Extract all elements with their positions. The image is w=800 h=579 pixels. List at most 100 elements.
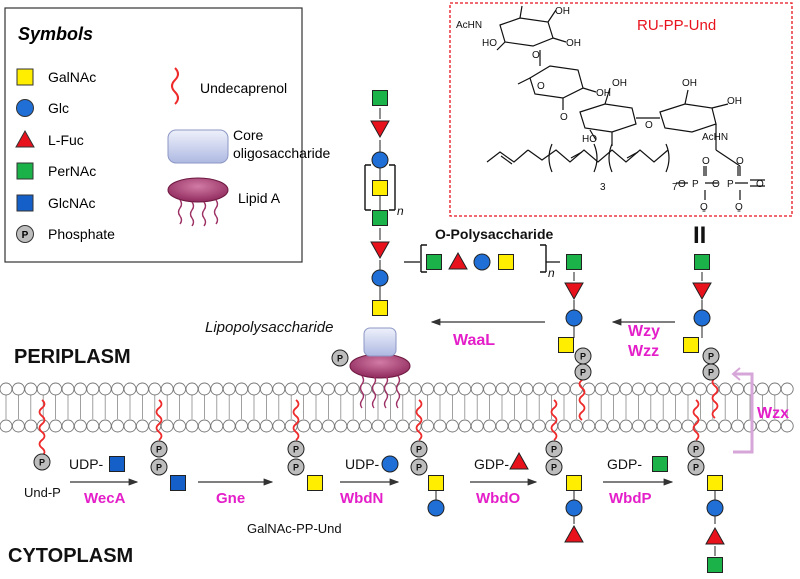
undecaprenol-icon (415, 399, 423, 441)
glc-icon (371, 151, 389, 169)
membrane-bead (297, 419, 311, 433)
legend-phosphate-label: Phosphate (48, 226, 115, 242)
membrane-bead (458, 382, 472, 396)
inset-sub7-label: 7 (672, 182, 678, 193)
fuc-icon (448, 251, 468, 270)
membrane-bead (309, 419, 323, 433)
membrane-bead (644, 419, 658, 433)
membrane-bead (681, 382, 695, 396)
membrane-bead (656, 419, 670, 433)
undecaprenol-icon (692, 399, 700, 441)
phosphate-icon (150, 458, 168, 476)
inset-ho-label: HO (482, 38, 497, 49)
membrane-bead (334, 419, 348, 433)
o-poly-repeat-bracket (420, 244, 547, 273)
membrane-bead (334, 382, 348, 396)
phosphate-icon (16, 225, 34, 243)
membrane-bead (61, 382, 75, 396)
phosphate-icon-glyph: P (22, 230, 29, 241)
wzx-flippase-bracket (733, 372, 754, 454)
phosphate-icon (410, 440, 428, 458)
inset-minus-1: - (702, 203, 706, 217)
membrane-bead (160, 382, 174, 396)
fuc-icon (15, 129, 35, 148)
membrane-bead (532, 419, 546, 433)
membrane-bead (408, 382, 422, 396)
membrane-bead (383, 419, 397, 433)
membrane-bead (408, 419, 422, 433)
pernac-icon (707, 557, 723, 573)
membrane-bead (780, 382, 794, 396)
inset-o-label-8: O (702, 156, 710, 167)
phosphate-glyph: P (708, 352, 714, 362)
inset-oh-label-6: OH (727, 96, 742, 107)
membrane-bead (210, 419, 224, 433)
membrane-bead (607, 382, 621, 396)
membrane-bead (24, 419, 38, 433)
membrane-bead (247, 382, 261, 396)
inset-p-label-1: P (692, 179, 699, 190)
inset-oh-label-3: OH (596, 88, 611, 99)
glc-icon (16, 99, 34, 117)
phosphate-icon (687, 440, 705, 458)
inset-oh-label-1: OH (555, 6, 570, 17)
glc-icon (565, 499, 583, 517)
fuc-icon (370, 241, 390, 260)
phosphate-glyph: P (39, 458, 45, 468)
membrane-bead (123, 382, 137, 396)
wbdp-enzyme-label: WbdP (609, 490, 652, 507)
fuc-icon (705, 526, 725, 545)
membrane-bead (284, 382, 298, 396)
membrane-bead (86, 382, 100, 396)
membrane-bead (309, 382, 323, 396)
phosphate-glyph: P (580, 352, 586, 362)
legend-lipid-a-label: Lipid A (238, 190, 281, 206)
inset-atom-labels: AcHN HO OH OH O O OH O OH OH OH HO O AcH… (456, 6, 764, 217)
membrane-bead (210, 382, 224, 396)
equals-sign: II (693, 222, 706, 249)
membrane-bead (111, 419, 125, 433)
membrane-bead (259, 419, 273, 433)
membrane-bead (495, 419, 509, 433)
membrane-bead (582, 419, 596, 433)
inset-o-label-5: O (678, 179, 686, 190)
udp-label-1: UDP- (69, 456, 104, 472)
wzx-bracket-arrowhead (731, 367, 741, 381)
o-polysaccharide-label: O-Polysaccharide (435, 226, 553, 242)
membrane-bead (0, 382, 13, 396)
membrane-bead (321, 419, 335, 433)
membrane-bead (569, 419, 583, 433)
galnac-icon (372, 180, 388, 196)
lipid-a-tail (383, 375, 389, 409)
wzx-enzyme-label: Wzx (757, 405, 789, 422)
membrane-bead (222, 382, 236, 396)
membrane-bead (557, 419, 571, 433)
membrane-bead (594, 382, 608, 396)
membrane-bead (445, 419, 459, 433)
inset-o-label-7: O (756, 179, 764, 190)
phosphate-glyph: P (551, 463, 557, 473)
phosphate-glyph: P (156, 445, 162, 455)
glcnac-icon (170, 475, 186, 491)
membrane-bead (644, 382, 658, 396)
galnac-icon (683, 337, 699, 353)
und-p-label: Und-P (24, 485, 61, 500)
membrane-bead (631, 382, 645, 396)
inset-o-label-11: O (735, 202, 743, 213)
membrane-bead (346, 419, 360, 433)
membrane-bead (507, 419, 521, 433)
membrane-bead (73, 382, 87, 396)
membrane-bead (359, 419, 373, 433)
undecaprenol-icon (550, 399, 558, 441)
membrane-bead (619, 382, 633, 396)
membrane-bead (98, 419, 112, 433)
inset-p-label-2: P (727, 179, 734, 190)
gdp-label-2: GDP- (607, 456, 642, 472)
membrane-bead (197, 382, 211, 396)
membrane-bead (135, 419, 149, 433)
membrane-bead (396, 419, 410, 433)
inset-sub3-label: 3 (600, 182, 606, 193)
membrane-bead (235, 419, 249, 433)
